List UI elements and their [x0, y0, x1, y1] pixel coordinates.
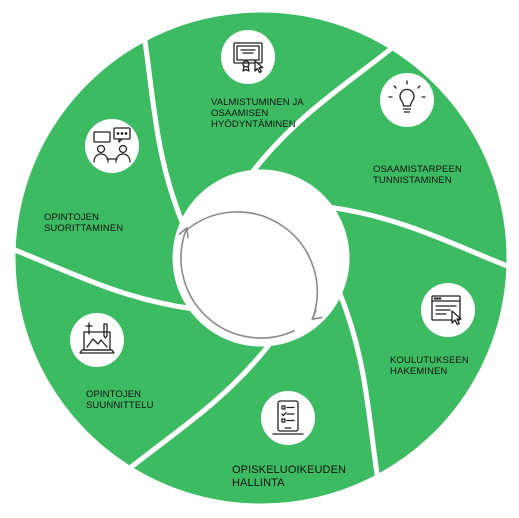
arrow-arc: [180, 227, 296, 339]
planning-laptop-icon: [77, 320, 117, 360]
lightbulb-icon: [387, 80, 427, 120]
segment-suorittaminen: [10, 35, 197, 312]
step-label-koulutukseen: KOULUTUKSEEN HAKEMINEN: [390, 355, 469, 377]
arrow-head: [311, 309, 323, 321]
step-label-valmistuminen: VALMISTUMINEN JA OSAAMISEN HYÖDYNTÄMINEN: [211, 97, 304, 130]
arrow-arc: [185, 211, 319, 320]
certificate-cursor-icon: [228, 37, 268, 77]
step-label-osaamistarpeen: OSAAMISTARPEEN TUNNISTAMINEN: [373, 164, 462, 186]
step-label-suorittaminen: OPINTOJEN SUORITTAMINEN: [44, 212, 124, 234]
step-label-opiskeluoikeuden: OPISKELUOIKEUDEN HALLINTA: [232, 464, 347, 489]
arrow-head: [178, 226, 189, 239]
icon-badge-opiskeluoikeuden: [261, 391, 315, 445]
circular-arrows-icon: [178, 211, 323, 339]
people-chat-icon: [92, 126, 132, 166]
browser-cursor-icon: [428, 290, 468, 330]
icon-badge-osaamistarpeen: [380, 73, 434, 127]
checklist-tablet-icon: [268, 398, 308, 438]
step-label-suunnittelu: OPINTOJEN SUUNNITTELU: [86, 389, 154, 411]
center-area: [173, 170, 349, 346]
